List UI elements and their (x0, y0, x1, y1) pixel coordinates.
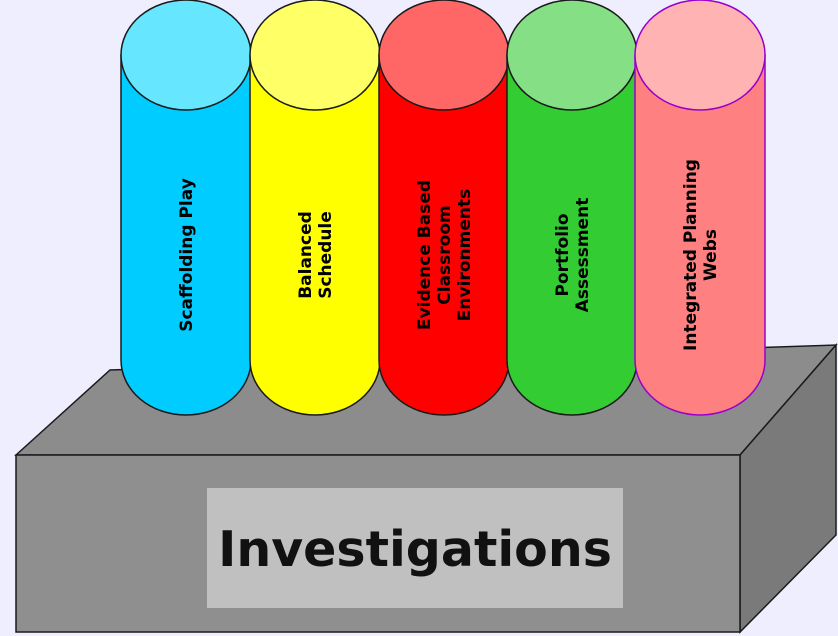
pillar-balanced-schedule: BalancedSchedule (249, 0, 381, 416)
pillar-label-line: Scaffolding Play (177, 178, 197, 332)
pillar-body (120, 54, 252, 416)
pillar-portfolio-assessment: PortfolioAssessment (506, 0, 638, 416)
pillar-body (378, 54, 510, 416)
pillar-label: Scaffolding Play (177, 178, 197, 332)
pillar-label: Integrated PlanningWebs (681, 159, 721, 351)
base-label: Investigations (218, 521, 612, 578)
pillar-top (634, 0, 766, 111)
pillar-label-line: Environments (455, 189, 475, 321)
pillar-top (506, 0, 638, 111)
pillar-scaffolding-play: Scaffolding Play (120, 0, 252, 416)
pillar-label-line: Schedule (316, 211, 336, 299)
pillar-top (120, 0, 252, 111)
pillar-body (634, 54, 766, 416)
base-block: Investigations (14, 343, 838, 634)
pillar-label-line: Portfolio (553, 213, 573, 296)
pillar-body (506, 54, 638, 416)
pillar-label: BalancedSchedule (296, 211, 336, 299)
pillar-label-line: Classroom (435, 205, 455, 304)
pillars-group: Scaffolding Play BalancedSchedule Evidence… (120, 0, 766, 416)
pillar-label-line: Integrated Planning (681, 159, 701, 351)
pillar-label-line: Assessment (573, 198, 593, 313)
pillar-label: PortfolioAssessment (553, 198, 593, 313)
pillar-top (378, 0, 510, 111)
pillar-label: Evidence BasedClassroomEnvironments (415, 180, 475, 330)
pillar-evidence-based-classroom-environments: Evidence BasedClassroomEnvironments (378, 0, 510, 416)
pillar-label-line: Webs (701, 229, 721, 281)
pillar-label-line: Evidence Based (415, 180, 435, 330)
pillar-label-line: Balanced (296, 211, 316, 299)
pillar-top (249, 0, 381, 111)
pillar-body (249, 54, 381, 416)
pillar-integrated-planning-webs: Integrated PlanningWebs (634, 0, 766, 416)
base-label-box (207, 488, 623, 608)
